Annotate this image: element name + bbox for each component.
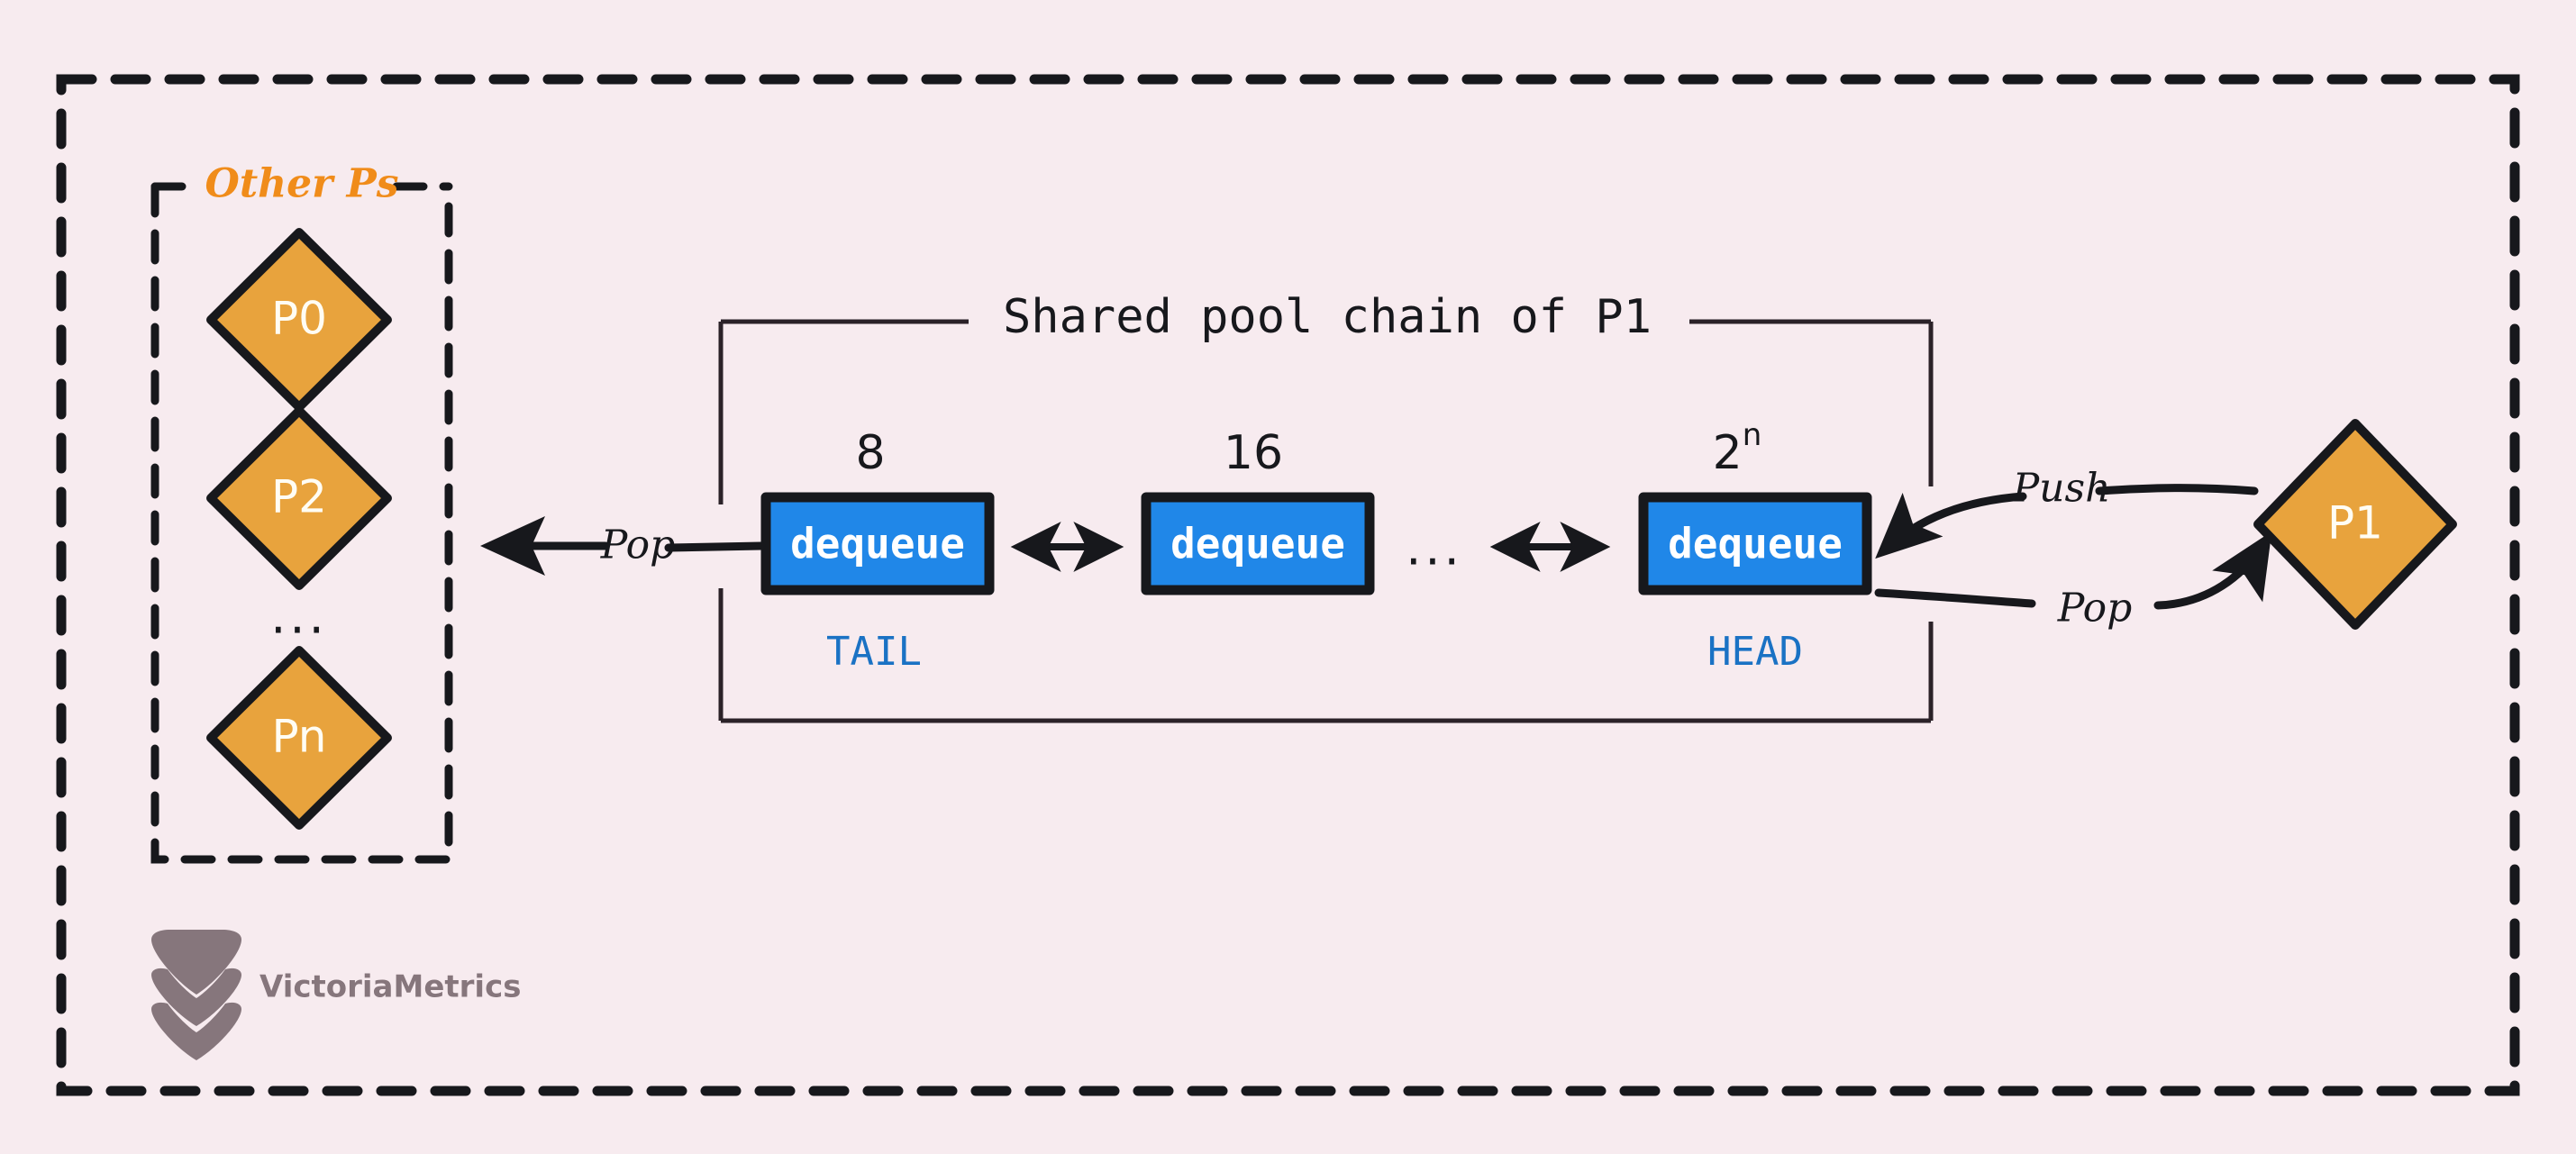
dequeue-node-3[interactable] (1638, 492, 1872, 595)
pop-edge-right-arrow (2153, 531, 2272, 610)
push-edge-label: Push (2012, 466, 2111, 512)
victoriametrics-logo-icon (151, 930, 241, 1060)
process-node-p2-label: P2 (271, 471, 327, 523)
push-edge-line-right (2095, 484, 2259, 495)
other-ps-group-title: Other Ps (205, 161, 399, 207)
process-node-pn[interactable] (206, 646, 392, 830)
victoriametrics-logo-text: VictoriaMetrics (259, 969, 521, 1005)
dequeue-node-3-size: 2n (1713, 417, 1762, 481)
process-node-p0-label: P0 (271, 293, 327, 345)
process-node-pn-label: Pn (272, 711, 327, 763)
dequeue-node-2[interactable] (1141, 492, 1375, 595)
dequeue-node-1[interactable] (760, 492, 995, 595)
pop-edge-right-line (1874, 588, 2036, 608)
chain-ellipsis: ... (1406, 520, 1463, 577)
dequeue-node-1-endpoint: TAIL (826, 629, 922, 675)
dequeue-node-3-endpoint: HEAD (1707, 629, 1803, 675)
dequeue-node-3-label: dequeue (1668, 520, 1843, 568)
process-node-p2[interactable] (206, 406, 392, 590)
push-edge-arrow (1875, 492, 2027, 559)
dequeue-node-1-label: dequeue (790, 520, 965, 568)
pop-edge-left-segment (664, 541, 766, 552)
dequeue-node-2-label: dequeue (1170, 520, 1345, 568)
process-node-p1-label: P1 (2327, 497, 2383, 550)
other-ps-group-border-sides (150, 182, 453, 864)
pop-edge-left-label: Pop (600, 522, 675, 568)
dequeue-node-1-size: 8 (855, 426, 885, 480)
dequeue-node-2-size: 16 (1224, 426, 1283, 480)
process-node-p1[interactable] (2253, 419, 2457, 630)
pop-edge-right-label: Pop (2057, 586, 2132, 632)
shared-pool-group-title: Shared pool chain of P1 (1003, 290, 1652, 344)
other-ps-ellipsis: ... (270, 588, 328, 645)
